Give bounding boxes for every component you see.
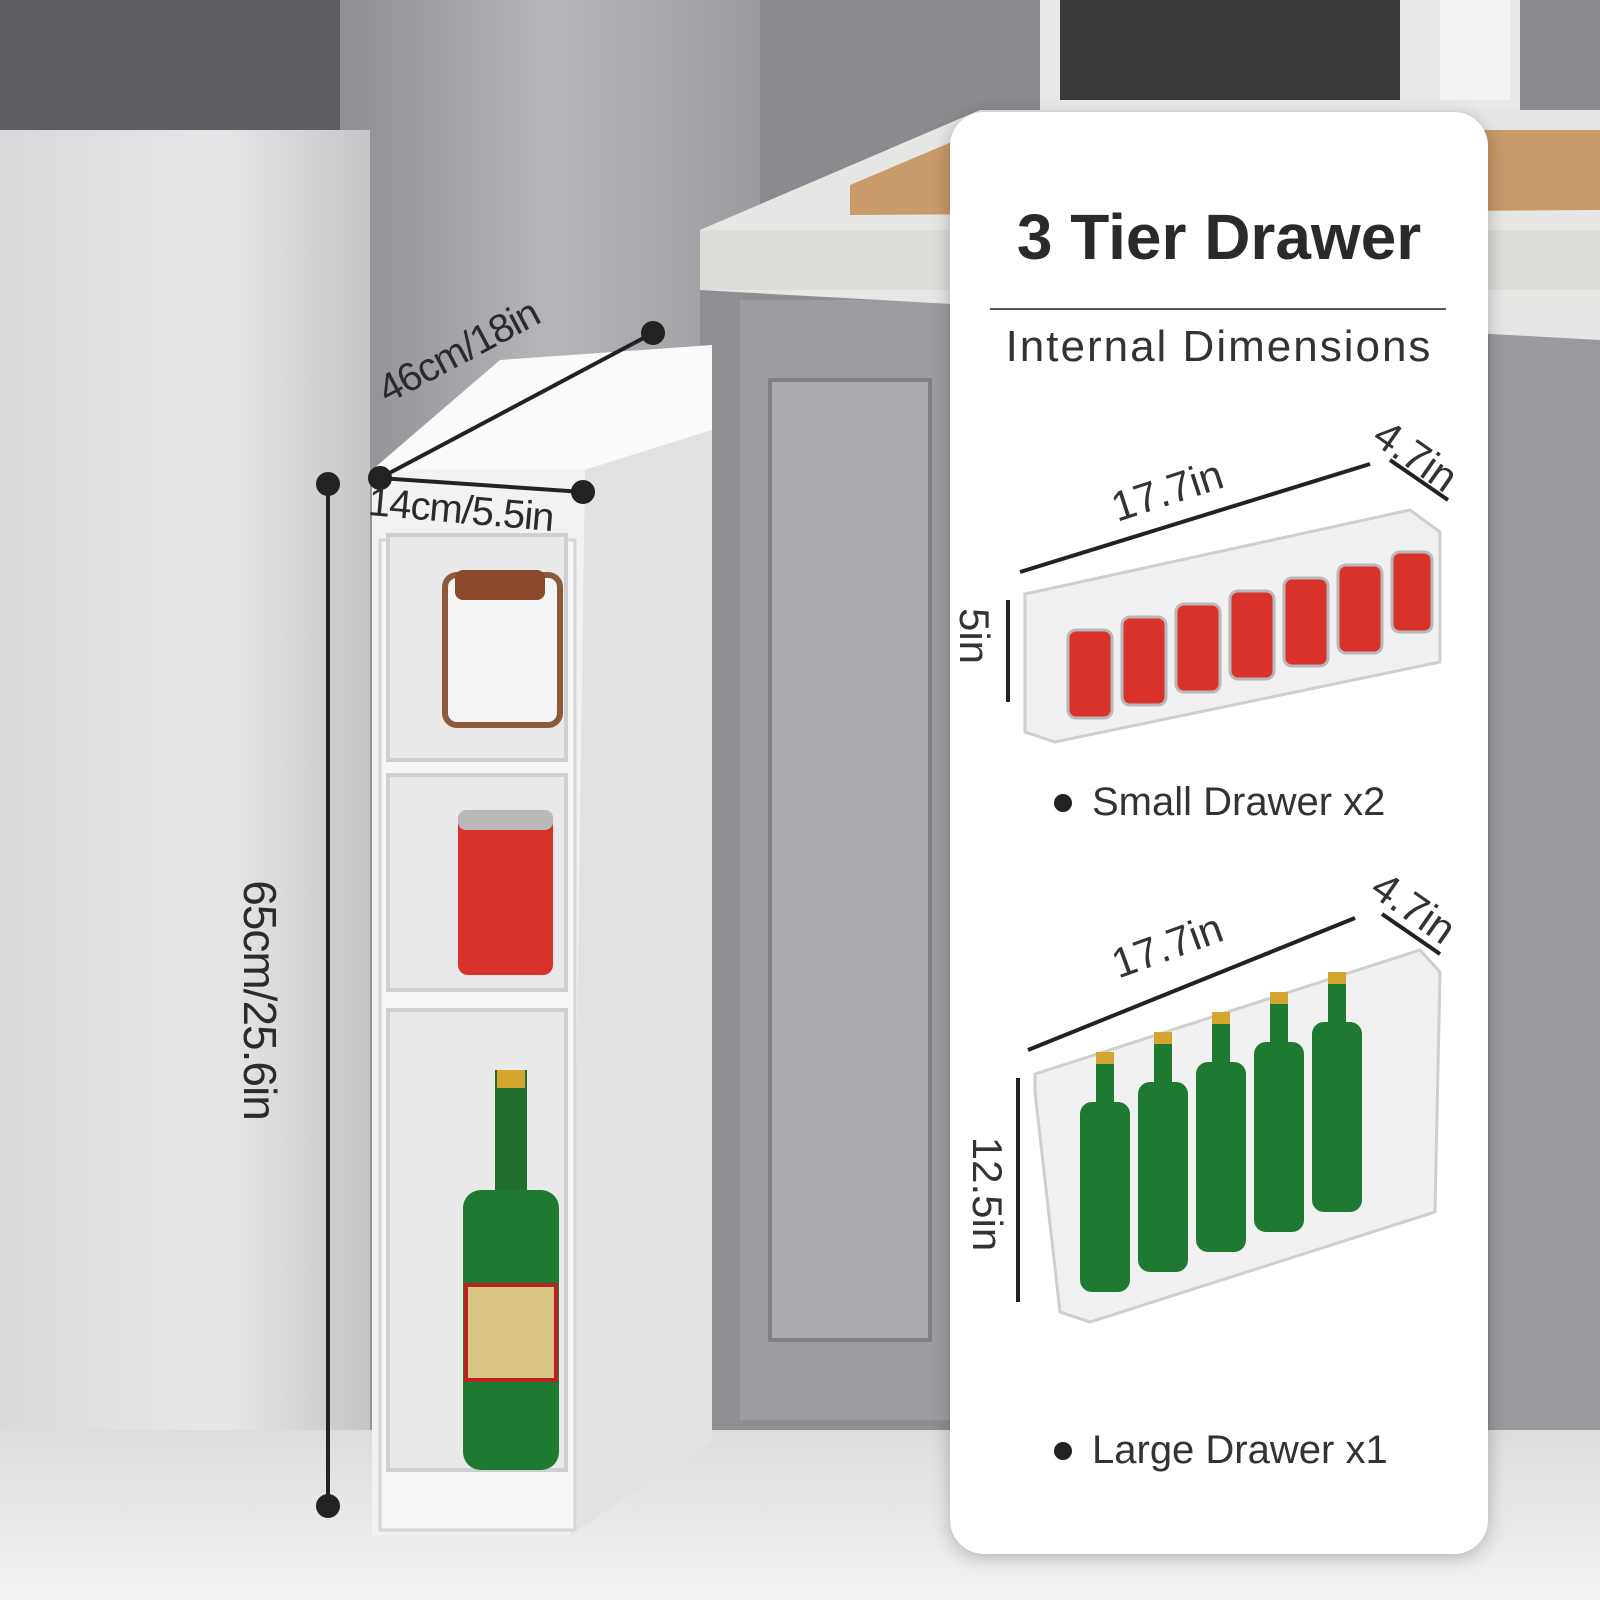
large-drawer-bullet <box>1054 1442 1072 1460</box>
large-drawer-caption: Large Drawer x1 <box>1092 1428 1388 1472</box>
large-drawer-height-label: 12.5in <box>964 1136 1012 1252</box>
panel-subtitle: Internal Dimensions <box>1005 322 1433 371</box>
small-drawer-height-label: 5in <box>951 607 999 665</box>
refrigerator <box>0 130 370 1440</box>
title-divider <box>990 308 1446 310</box>
small-drawer-bullet <box>1054 794 1072 812</box>
dimension-lines <box>316 321 665 1518</box>
small-drawer-illustration <box>1006 458 1450 744</box>
cart-height-label: 65cm/25.6in <box>234 880 286 1120</box>
small-drawer-caption: Small Drawer x2 <box>1092 780 1386 824</box>
panel-title: 3 Tier Drawer <box>1016 201 1422 273</box>
large-drawer-illustration <box>1016 912 1442 1324</box>
dimensions-panel: 3 Tier Drawer Internal Dimensions 17.7in… <box>950 112 1488 1554</box>
